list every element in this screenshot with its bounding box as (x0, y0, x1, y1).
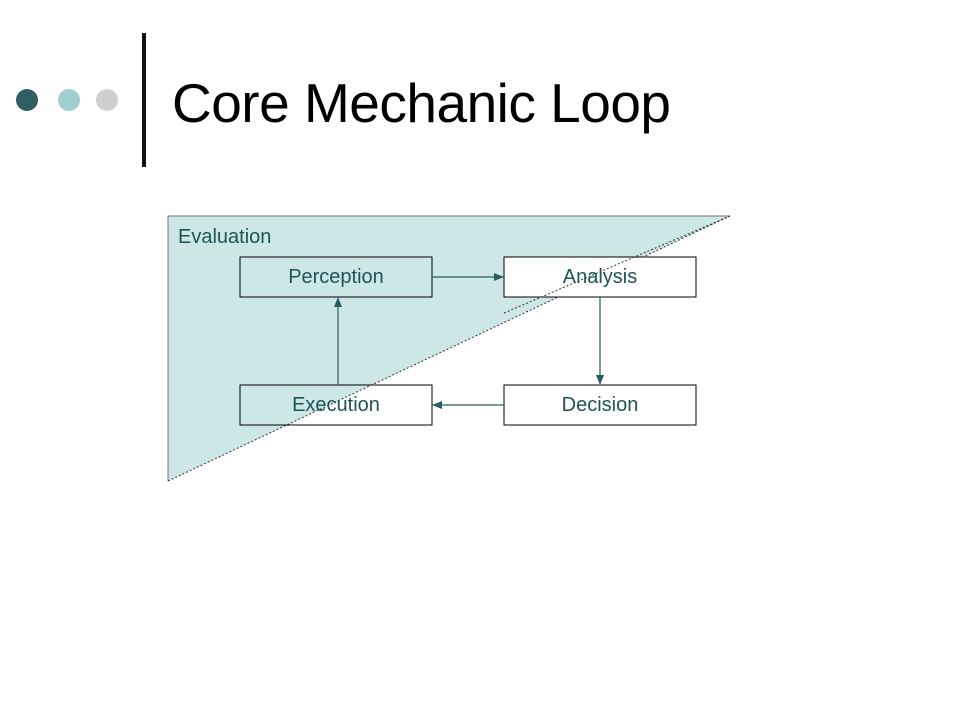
diagonal-through-analysis (503, 215, 731, 314)
perception-label: Perception (288, 266, 384, 288)
bullet-dot-dark (16, 89, 38, 111)
bullet-dot-teal (58, 89, 80, 111)
decision-label: Decision (562, 394, 639, 416)
slide-title: Core Mechanic Loop (172, 72, 671, 134)
analysis-label: Analysis (563, 266, 637, 288)
title-divider (142, 33, 146, 167)
evaluation-label: Evaluation (178, 226, 271, 248)
bullet-dot-gray (96, 89, 118, 111)
execution-label: Execution (292, 394, 380, 416)
